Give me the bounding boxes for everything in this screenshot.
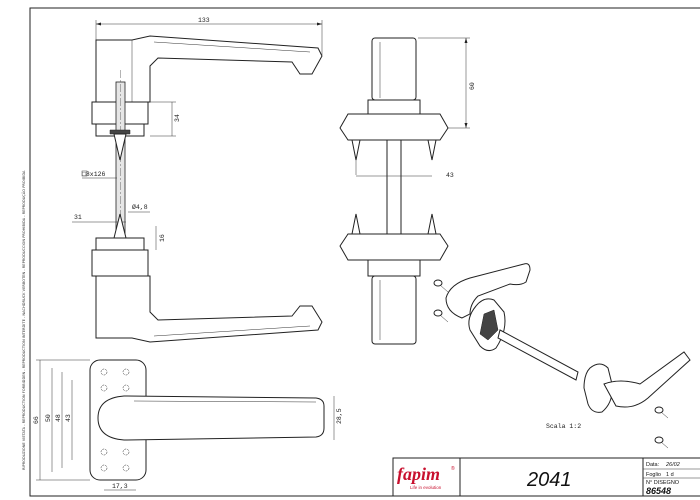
field-disegno-label: N° DISEGNO <box>646 480 680 486</box>
title-block: fapim ® Life in evolution 2041 Data: 26/… <box>392 457 700 497</box>
dim-50: 50 <box>45 414 52 422</box>
dim-side-43: 43 <box>446 172 454 179</box>
field-data-label: Data: <box>646 462 660 468</box>
sheet-border <box>29 7 700 497</box>
dim-48: 48 <box>55 414 62 422</box>
field-foglio-value: 1 d <box>666 472 674 478</box>
brand-logo: fapim <box>397 464 440 484</box>
dim-60: 60 <box>469 82 476 90</box>
dim-screw-dia: Ø4,8 <box>132 203 148 211</box>
front-lever <box>97 395 325 441</box>
upper-lever <box>95 35 323 103</box>
iso-spindle <box>497 329 579 381</box>
dim-16: 16 <box>159 234 166 242</box>
dim-31: 31 <box>74 214 82 221</box>
side-view: 60 43 <box>339 37 476 345</box>
model-number: 2041 <box>526 469 572 491</box>
dim-square: □8x126 <box>82 171 106 178</box>
iso-screw <box>433 309 449 323</box>
top-view: 133 34 □8x126 Ø4,8 31 <box>72 17 323 343</box>
side-upper-grip <box>371 37 417 101</box>
side-lower-plate <box>339 233 449 261</box>
dim-17-3: 17,3 <box>112 483 128 490</box>
dim-length-133: 133 <box>198 17 210 24</box>
front-view: 28,5 66 50 48 43 17,3 <box>33 359 343 491</box>
dim-front-43: 43 <box>65 414 72 422</box>
dim-28-5: 28,5 <box>336 408 343 424</box>
field-data-value: 26/02 <box>665 462 680 468</box>
field-foglio-label: Foglio <box>646 472 661 478</box>
iso-screw <box>654 436 669 449</box>
iso-screw <box>654 406 669 419</box>
iso-upper-lever <box>445 263 531 319</box>
dim-66: 66 <box>33 416 40 424</box>
dim-34: 34 <box>174 114 181 122</box>
iso-lower-lever <box>603 351 691 408</box>
side-spindle <box>386 139 402 235</box>
iso-view: Scala 1:2 <box>433 263 691 449</box>
iso-screw <box>433 279 449 293</box>
iso-lower-rose <box>583 363 613 413</box>
drawing-number: 86548 <box>646 486 671 496</box>
side-lower-grip <box>371 275 417 345</box>
lower-lever <box>95 275 323 343</box>
upper-screw <box>109 129 131 135</box>
brand-tagline: Life in evolution <box>410 485 442 490</box>
brand-registered: ® <box>451 465 455 472</box>
lower-rose <box>91 249 149 277</box>
side-upper-plate <box>339 113 449 141</box>
scale-label: Scala 1:2 <box>546 423 581 430</box>
reproduction-notice: RIPRODUZIONE VIETATA - REPRODUCTION FORB… <box>21 170 26 470</box>
